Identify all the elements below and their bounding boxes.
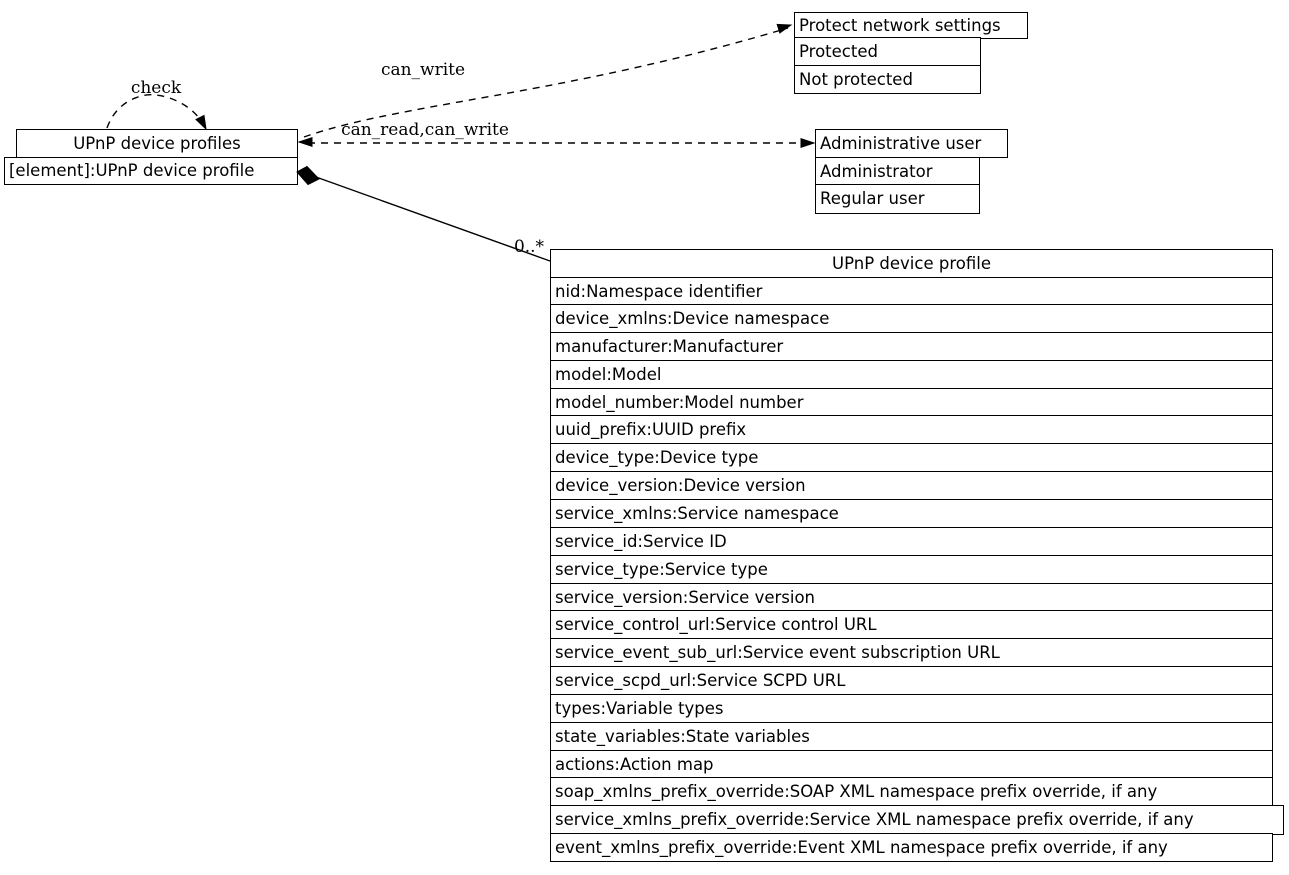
profile-table-title: UPnP device profile <box>550 249 1273 278</box>
admin-box-row-administrator: Administrator <box>815 156 980 186</box>
profiles-box-element-row: [element]:UPnP device profile <box>4 156 298 185</box>
table-row: model:Model <box>550 360 1273 389</box>
table-row: device_xmlns:Device namespace <box>550 304 1273 333</box>
table-row: uuid_prefix:UUID prefix <box>550 415 1273 445</box>
composition-diamond-icon <box>296 165 320 186</box>
check-edge <box>106 94 205 129</box>
protect-box-title: Protect network settings <box>794 12 1028 39</box>
table-row: nid:Namespace identifier <box>550 276 1273 306</box>
table-row: model_number:Model number <box>550 388 1273 417</box>
table-row: service_xmlns_prefix_override:Service XM… <box>550 805 1284 835</box>
table-row: event_xmlns_prefix_override:Event XML na… <box>550 833 1273 862</box>
check-edge-label: check <box>130 78 182 98</box>
table-row: service_event_sub_url:Service event subs… <box>550 638 1273 668</box>
protect-box-row-not-protected: Not protected <box>794 64 981 94</box>
table-row: actions:Action map <box>550 750 1273 779</box>
can-read-write-arrowhead-icon <box>800 138 816 148</box>
table-row: service_scpd_url:Service SCPD URL <box>550 666 1273 696</box>
table-row: service_xmlns:Service namespace <box>550 499 1273 529</box>
table-row: types:Variable types <box>550 694 1273 724</box>
table-row: manufacturer:Manufacturer <box>550 332 1273 361</box>
table-row: service_control_url:Service control URL <box>550 610 1273 640</box>
table-row: device_version:Device version <box>550 471 1273 501</box>
profiles-box-title: UPnP device profiles <box>16 129 298 158</box>
table-row: service_version:Service version <box>550 583 1273 612</box>
table-row: device_type:Device type <box>550 443 1273 473</box>
can-read-write-edge-label: can_read,can_write <box>341 120 509 140</box>
table-row: state_variables:State variables <box>550 722 1273 752</box>
can-write-edge-label: can_write <box>380 60 466 80</box>
table-row: soap_xmlns_prefix_override:SOAP XML name… <box>550 777 1273 807</box>
admin-box-title: Administrative user <box>815 129 1008 158</box>
table-row: service_id:Service ID <box>550 527 1273 557</box>
check-arrowhead-icon <box>195 114 207 131</box>
multiplicity-label: 0..* <box>513 237 545 257</box>
profiles-arrowhead-icon <box>297 137 313 147</box>
admin-box-row-regular-user: Regular user <box>815 184 980 214</box>
table-row: service_type:Service type <box>550 555 1273 585</box>
can-write-arrowhead-icon <box>776 23 793 34</box>
protect-box-row-protected: Protected <box>794 37 981 66</box>
